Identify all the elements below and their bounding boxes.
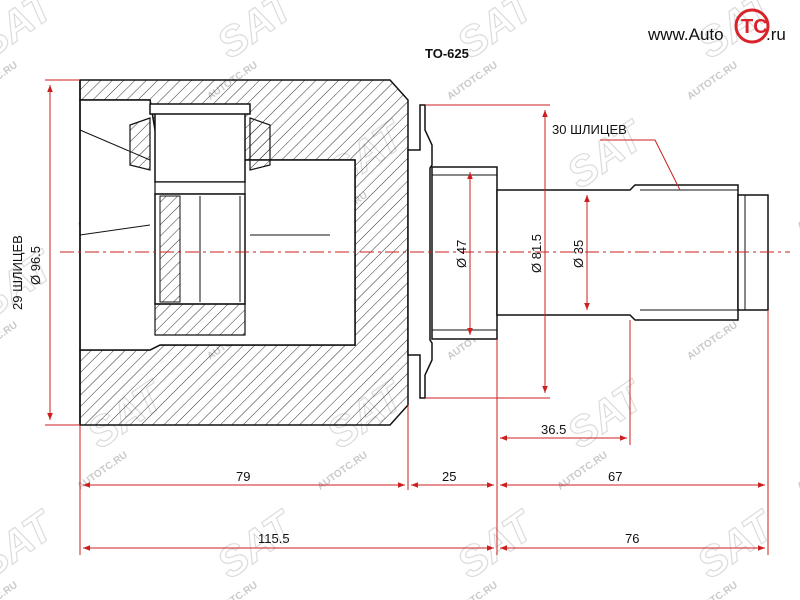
logo-text-prefix: www.Auto <box>647 25 724 44</box>
watermark-brand: SAT <box>0 0 64 67</box>
watermark-text: AUTOTC.RU <box>445 60 499 103</box>
dim-label-d81-5: Ø 81.5 <box>529 234 544 273</box>
watermark-text: AUTOTC.RU <box>315 450 369 493</box>
logo-badge: TC <box>741 16 768 38</box>
dim-label-79: 79 <box>236 469 250 484</box>
watermark-brand: SAT <box>448 501 544 588</box>
watermark-brand: SAT <box>688 501 784 588</box>
watermark-text: AUTOTC.RU <box>0 320 20 363</box>
dim-label-76: 76 <box>625 531 639 546</box>
dim-label-d35: Ø 35 <box>571 240 586 268</box>
tripod-assembly <box>129 103 271 336</box>
dim-label-67: 67 <box>608 469 622 484</box>
watermark-brand: SAT <box>208 0 304 67</box>
dim-label-d96-5: Ø 96.5 <box>28 246 43 285</box>
watermark-text: AUTOTC.RU <box>685 60 739 103</box>
logo-ring-icon <box>734 8 770 44</box>
watermark-text: AUTOTC.RU <box>0 60 20 103</box>
part-number: TO-625 <box>425 46 469 61</box>
watermark-text: AUTOTC.RU <box>685 320 739 363</box>
watermark-text: AUTOTC.RU <box>75 450 129 493</box>
dim-label-115-5: 115.5 <box>258 531 290 546</box>
watermark-text: AUTOTC.RU <box>795 450 800 493</box>
site-logo: www.Auto TC .ru <box>647 8 786 44</box>
logo-text-suffix: .ru <box>766 25 786 44</box>
watermark-brand: SAT <box>0 501 64 588</box>
watermark-brand: SAT <box>558 371 654 458</box>
dim-label-splines-29: 29 ШЛИЦЕВ <box>10 235 25 310</box>
watermark-text: AUTOTC.RU <box>555 450 609 493</box>
watermark-text: AUTOTC.RU <box>795 190 800 233</box>
dim-label-d47: Ø 47 <box>454 240 469 268</box>
watermark-text: AUTOTC.RU <box>0 580 20 600</box>
dim-label-splines-30: 30 ШЛИЦЕВ <box>552 122 627 137</box>
watermark-brand: SAT <box>208 501 304 588</box>
dim-label-36-5: 36.5 <box>541 422 566 437</box>
dimension-lines <box>45 79 769 555</box>
dim-label-25: 25 <box>442 469 456 484</box>
